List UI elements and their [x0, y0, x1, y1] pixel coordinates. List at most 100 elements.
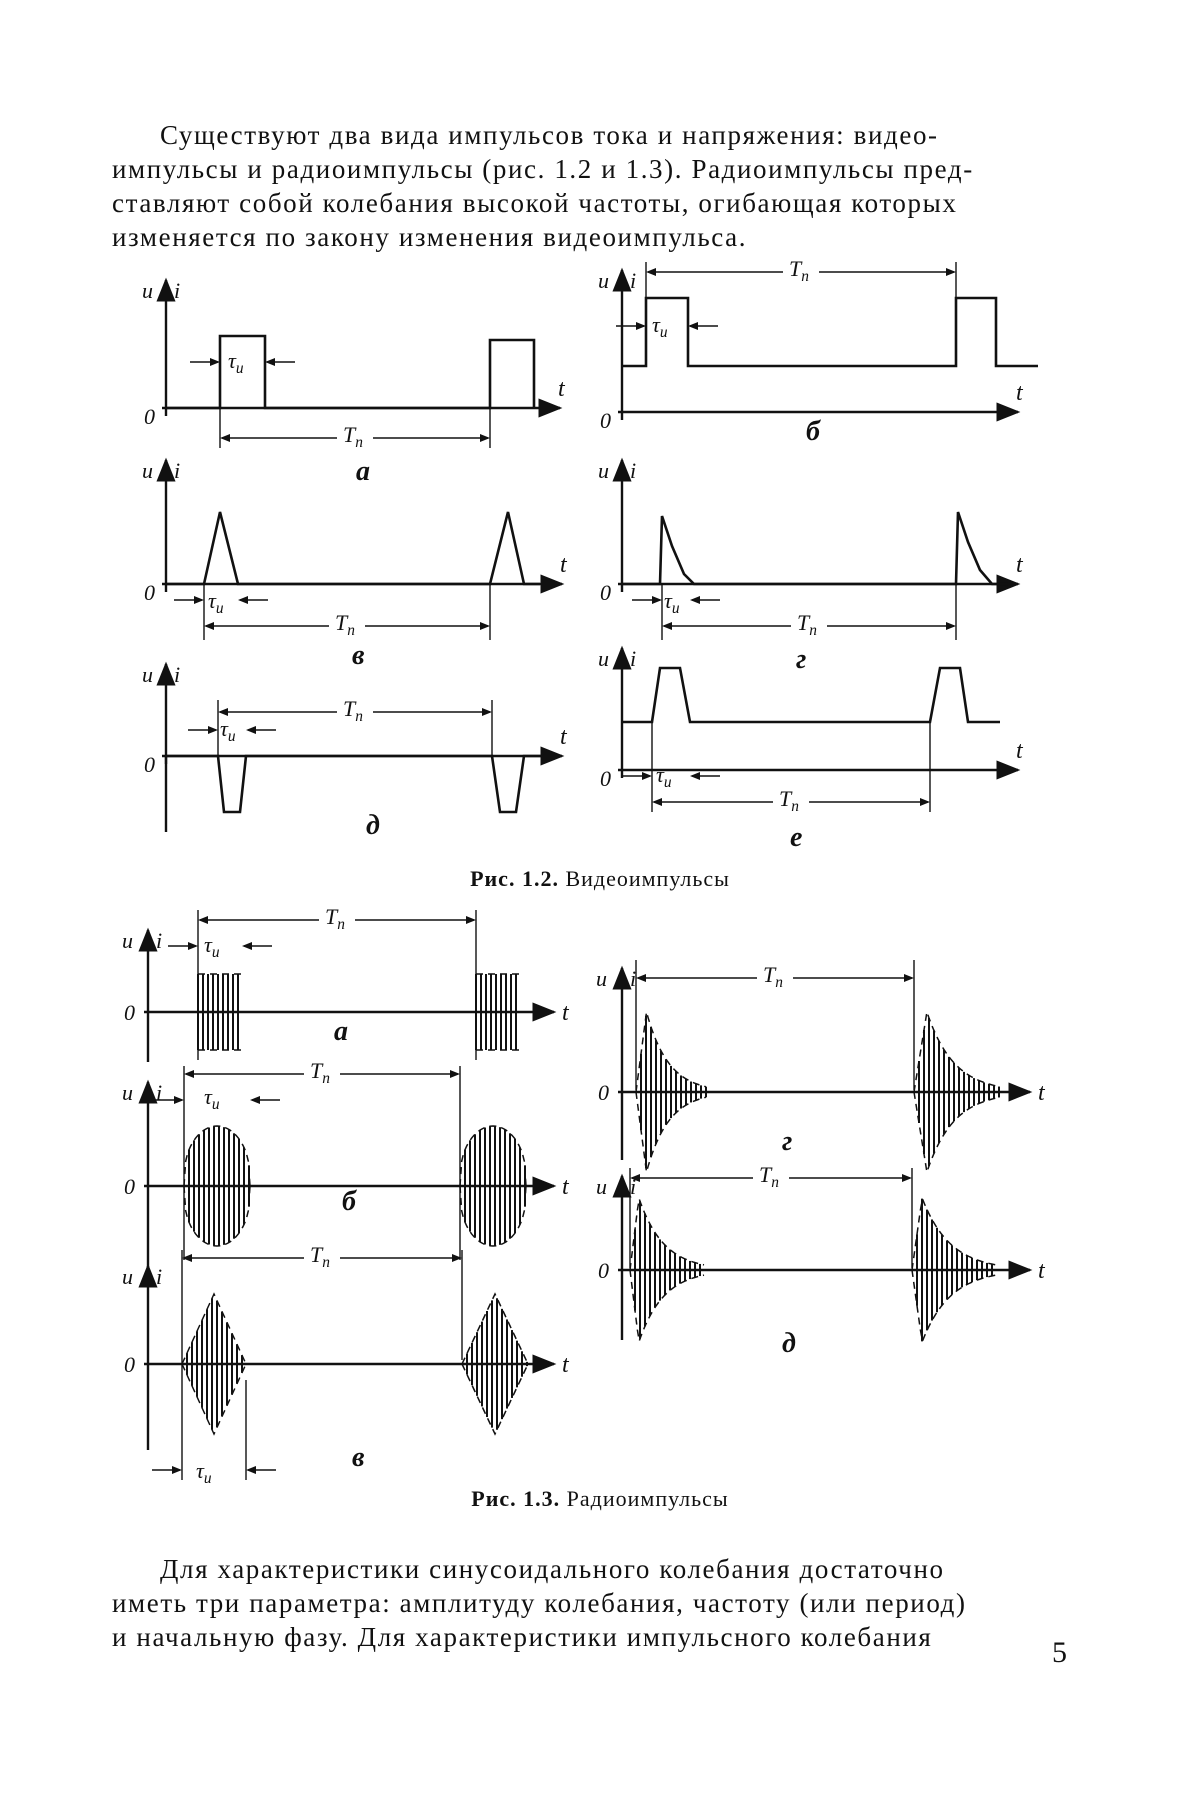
- tau-arrowhead: [208, 726, 218, 734]
- axis-label-i: i: [156, 1264, 162, 1289]
- panel-label: д: [782, 1328, 796, 1359]
- pulse-waveform: [622, 512, 1008, 584]
- period-dimension-arrow: [184, 1070, 194, 1078]
- panel-label: в: [352, 640, 365, 671]
- tau-arrowhead: [172, 1466, 182, 1474]
- origin-label: 0: [598, 1080, 609, 1105]
- tau-label: τи: [220, 716, 236, 745]
- axis-label-t: t: [560, 552, 568, 578]
- axis-label-t: t: [1038, 1258, 1046, 1284]
- origin-label: 0: [124, 1352, 135, 1377]
- tau-arrowhead: [250, 1096, 260, 1104]
- period-dimension-arrow: [450, 1070, 460, 1078]
- origin-label: 0: [144, 580, 155, 605]
- origin-label: 0: [124, 1000, 135, 1025]
- axis-label-u: u: [596, 1174, 607, 1199]
- period-dimension-arrow: [946, 268, 956, 276]
- period-dimension-arrow: [662, 622, 672, 630]
- panel-label: а: [334, 1016, 348, 1047]
- axis-label-u: u: [598, 268, 609, 293]
- panel-label: в: [352, 1442, 365, 1473]
- period-dimension-arrow: [198, 916, 208, 924]
- tau-arrowhead: [188, 942, 198, 950]
- period-dimension-arrow: [480, 434, 490, 442]
- panel-label: е: [790, 822, 802, 853]
- period-dimension-arrow: [480, 622, 490, 630]
- pulse-waveform: [166, 512, 540, 584]
- tau-label: τи: [196, 1458, 212, 1487]
- panel-v: uit0τиTпв: [142, 458, 568, 671]
- origin-label: 0: [600, 766, 611, 791]
- origin-label: 0: [600, 580, 611, 605]
- radio-panel-d: uit0Tпд: [596, 1162, 1046, 1359]
- figure-1-2-caption: Рис. 1.2. Видеоимпульсы: [0, 866, 1200, 892]
- tau-label: τи: [656, 762, 672, 791]
- origin-label: 0: [144, 404, 155, 429]
- panel-label: б: [342, 1186, 357, 1217]
- panel-label: а: [356, 456, 370, 487]
- pulse-waveform: [166, 756, 542, 812]
- period-dimension-arrow: [920, 798, 930, 806]
- axis-label-t: t: [1038, 1080, 1046, 1106]
- figure-1-2-videopulses: uit0τиTпаuit0τиTпбuit0τиTпвuit0τиTпгuit0…: [142, 256, 1038, 853]
- panel-d: uit0τиTпд: [142, 662, 568, 841]
- period-dimension-arrow: [636, 974, 646, 982]
- origin-label: 0: [600, 408, 611, 433]
- paragraph-characteristics: Для характеристики синусоидального колеб…: [112, 1552, 1080, 1654]
- axis-label-u: u: [598, 458, 609, 483]
- tau-arrowhead: [242, 942, 252, 950]
- pulse-waveform: [166, 336, 534, 408]
- pulse-waveform: [622, 668, 1000, 722]
- panel-label: г: [796, 644, 806, 675]
- period-dimension-arrow: [220, 434, 230, 442]
- envelope-dashed: [630, 1270, 704, 1341]
- radio-panel-v: uit0Tпτив: [122, 1242, 570, 1487]
- axis-label-i: i: [156, 1080, 162, 1105]
- panel-label: г: [782, 1126, 792, 1157]
- panel-e: uit0τиTпе: [598, 646, 1024, 853]
- tau-label: τи: [652, 312, 668, 341]
- axis-label-t: t: [1016, 738, 1024, 764]
- tau-arrowhead: [642, 772, 652, 780]
- period-dimension-arrow: [652, 798, 662, 806]
- axis-label-t: t: [562, 1352, 570, 1378]
- panel-label: б: [806, 416, 821, 447]
- axis-label-u: u: [142, 458, 153, 483]
- radio-panel-b: uit0Tпτиб: [122, 1058, 570, 1270]
- origin-label: 0: [124, 1174, 135, 1199]
- tau-label: τи: [204, 932, 220, 961]
- axis-label-t: t: [1016, 380, 1024, 406]
- axis-label-u: u: [596, 966, 607, 991]
- tau-label: τи: [204, 1084, 220, 1113]
- period-dimension-arrow: [646, 268, 656, 276]
- figure-1-3-caption: Рис. 1.3. Радиоимпульсы: [0, 1486, 1200, 1512]
- tau-label: τи: [664, 588, 680, 617]
- panel-label: д: [366, 810, 380, 841]
- paragraph-line: иметь три параметра: амплитуду колебания…: [112, 1586, 1080, 1620]
- tau-label: τи: [208, 588, 224, 617]
- panel-b: uit0τиTпб: [598, 256, 1038, 447]
- origin-label: 0: [598, 1258, 609, 1283]
- axis-label-i: i: [174, 458, 180, 483]
- axis-label-t: t: [1016, 552, 1024, 578]
- envelope-dashed: [912, 1270, 996, 1341]
- period-dimension-arrow: [904, 974, 914, 982]
- figure-1-3-radiopulses: uit0Tпτиаuit0Tпτибuit0Tпτивuit0Tпгuit0Tп…: [122, 904, 1046, 1487]
- tau-arrowhead: [688, 322, 698, 330]
- tau-arrowhead: [246, 726, 256, 734]
- panel-a: uit0τиTпа: [142, 278, 566, 487]
- envelope-dashed: [914, 1092, 1000, 1172]
- period-dimension-arrow: [902, 1174, 912, 1182]
- axis-label-t: t: [560, 724, 568, 750]
- tau-arrowhead: [265, 358, 275, 366]
- axis-label-t: t: [562, 1000, 570, 1026]
- axis-label-i: i: [630, 966, 636, 991]
- tau-arrowhead: [210, 358, 220, 366]
- axis-label-u: u: [142, 278, 153, 303]
- tau-arrowhead: [636, 322, 646, 330]
- axis-label-i: i: [630, 458, 636, 483]
- radio-burst: [636, 1012, 706, 1172]
- tau-arrowhead: [652, 596, 662, 604]
- axis-label-u: u: [122, 928, 133, 953]
